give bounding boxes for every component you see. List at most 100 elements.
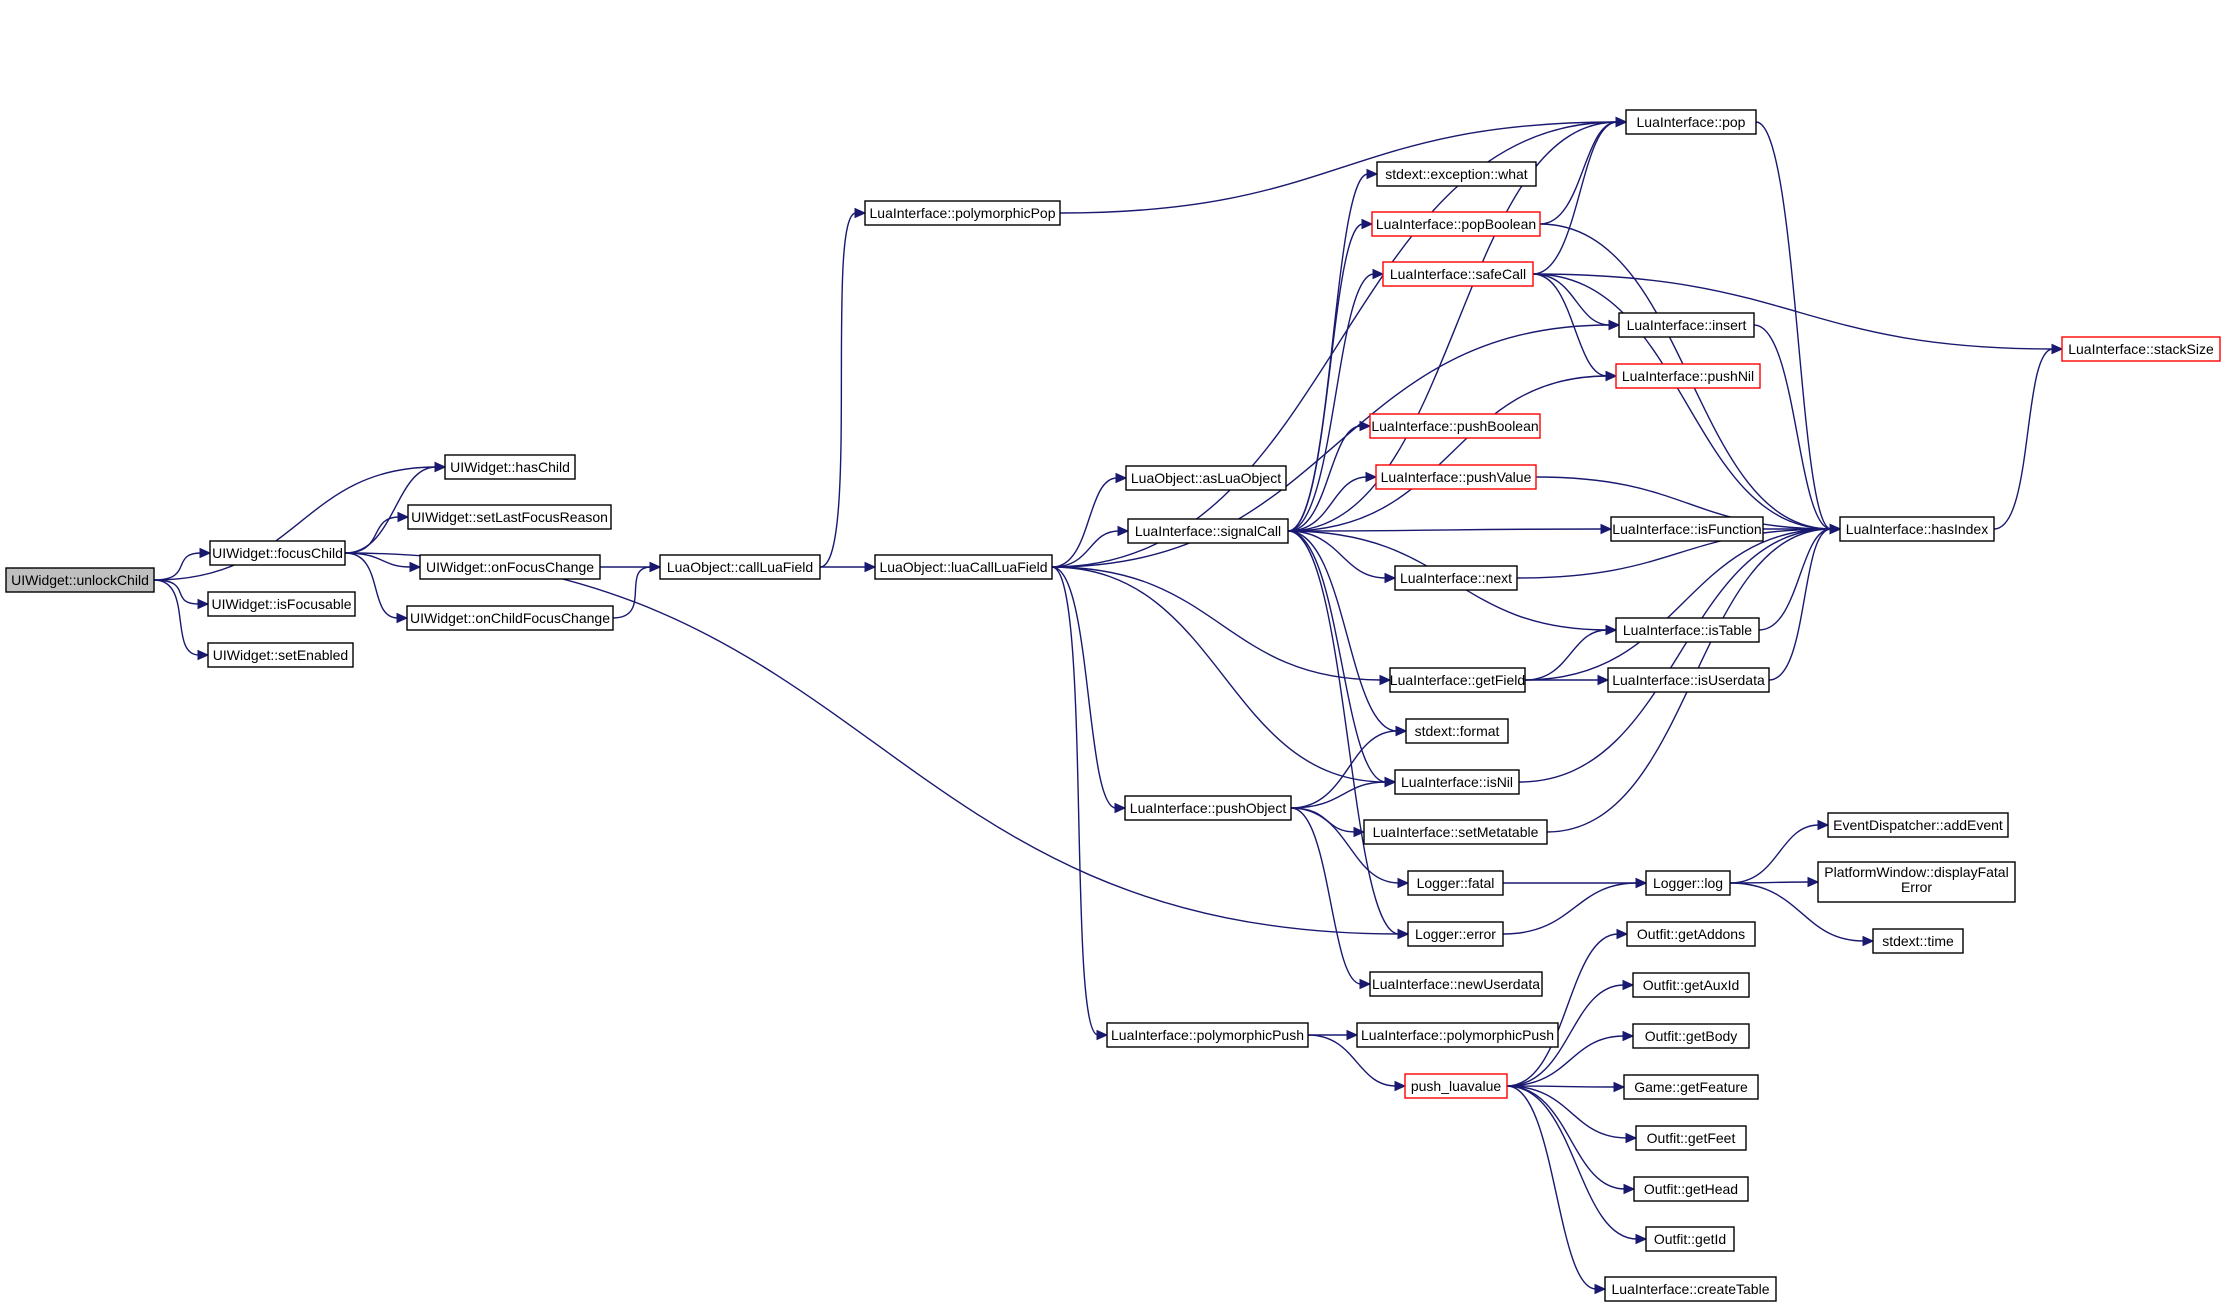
edge-focus-child-to-on-child-focus-change (344, 552, 409, 624)
node-label: UIWidget::setEnabled (213, 647, 348, 663)
node-safe-call[interactable]: LuaInterface::safeCall (1382, 261, 1534, 287)
edge-polymorphic-push-a-to-push-luavalue (1307, 1034, 1407, 1092)
node-get-aux-id[interactable]: Outfit::getAuxId (1632, 972, 1750, 998)
node-add-event[interactable]: EventDispatcher::addEvent (1827, 812, 2009, 838)
edge-line (1506, 1085, 1628, 1139)
node-label: LuaInterface::isNil (1401, 774, 1513, 790)
edge-signal-call-to-is-function (1287, 523, 1613, 535)
node-as-lua-object[interactable]: LuaObject::asLuaObject (1125, 465, 1287, 491)
node-label: UIWidget::hasChild (450, 459, 570, 475)
node-get-field[interactable]: LuaInterface::getField (1389, 667, 1526, 693)
node-label: LuaInterface::getField (1390, 672, 1525, 688)
edge-signal-call-to-error (1287, 530, 1410, 940)
node-polymorphic-pop[interactable]: LuaInterface::polymorphicPop (864, 200, 1061, 226)
node-on-focus-change[interactable]: UIWidget::onFocusChange (419, 554, 601, 580)
edge-line (1051, 566, 1382, 681)
node-unlock-child[interactable]: UIWidget::unlockChild (5, 567, 155, 593)
node-label: LuaInterface::isUserdata (1612, 672, 1765, 688)
node-push-luavalue[interactable]: push_luavalue (1404, 1073, 1508, 1099)
node-next[interactable]: LuaInterface::next (1394, 565, 1518, 591)
edge-fatal-to-log (1503, 877, 1648, 889)
node-pop[interactable]: LuaInterface::pop (1625, 109, 1757, 135)
node-set-last-focus-reason[interactable]: UIWidget::setLastFocusReason (407, 504, 612, 530)
node-box (419, 554, 601, 580)
node-get-feature[interactable]: Game::getFeature (1623, 1074, 1759, 1100)
node-label: LuaInterface::insert (1627, 317, 1747, 333)
node-push-boolean[interactable]: LuaInterface::pushBoolean (1369, 413, 1541, 439)
node-time[interactable]: stdext::time (1872, 928, 1964, 954)
edge-line (1532, 273, 1611, 326)
node-stack-size[interactable]: LuaInterface::stackSize (2061, 336, 2221, 362)
node-box (207, 591, 356, 617)
node-get-addons[interactable]: Outfit::getAddons (1626, 921, 1756, 947)
node-exception-what[interactable]: stdext::exception::what (1376, 161, 1537, 187)
node-is-nil[interactable]: LuaInterface::isNil (1394, 769, 1520, 795)
node-fatal[interactable]: Logger::fatal (1407, 870, 1504, 896)
arrow-head-icon (1625, 1132, 1638, 1144)
edge-signal-call-to-push-value (1287, 471, 1378, 532)
node-box (2061, 336, 2221, 362)
node-is-focusable[interactable]: UIWidget::isFocusable (207, 591, 356, 617)
node-box (1645, 1226, 1735, 1252)
node-format[interactable]: stdext::format (1405, 718, 1509, 744)
arrow-head-icon (1615, 116, 1628, 128)
node-signal-call[interactable]: LuaInterface::signalCall (1127, 518, 1289, 544)
node-has-child[interactable]: UIWidget::hasChild (444, 454, 576, 480)
arrow-head-icon (1366, 168, 1379, 180)
node-label: LuaInterface::signalCall (1135, 523, 1281, 539)
arrow-head-icon (199, 547, 212, 559)
node-polymorphic-push-a[interactable]: LuaInterface::polymorphicPush (1106, 1022, 1309, 1048)
arrow-head-icon (1359, 978, 1372, 990)
node-log[interactable]: Logger::log (1645, 870, 1731, 896)
node-has-index[interactable]: LuaInterface::hasIndex (1839, 516, 1995, 542)
node-polymorphic-push-b[interactable]: LuaInterface::polymorphicPush (1356, 1022, 1559, 1048)
arrow-head-icon (649, 561, 662, 573)
edge-line (153, 466, 437, 581)
edge-line (1768, 528, 1832, 681)
edge-polymorphic-pop-to-pop (1059, 116, 1628, 214)
node-is-function[interactable]: LuaInterface::isFunction (1610, 516, 1764, 542)
node-is-userdata[interactable]: LuaInterface::isUserdata (1607, 667, 1770, 693)
node-error[interactable]: Logger::error (1407, 921, 1504, 947)
node-get-id[interactable]: Outfit::getId (1645, 1226, 1735, 1252)
node-set-enabled[interactable]: UIWidget::setEnabled (207, 642, 354, 668)
edge-line (1524, 629, 1608, 681)
node-label: LuaInterface::stackSize (2068, 341, 2214, 357)
node-lua-call-lua-field[interactable]: LuaObject::luaCallLuaField (874, 554, 1053, 580)
node-get-body[interactable]: Outfit::getBody (1632, 1023, 1750, 1049)
node-pop-boolean[interactable]: LuaInterface::popBoolean (1371, 211, 1541, 237)
node-is-table[interactable]: LuaInterface::isTable (1615, 617, 1760, 643)
node-call-lua-field[interactable]: LuaObject::callLuaField (659, 554, 821, 580)
edge-push-luavalue-to-get-feature (1506, 1081, 1626, 1093)
node-push-value[interactable]: LuaInterface::pushValue (1375, 464, 1537, 490)
node-get-head[interactable]: Outfit::getHead (1633, 1176, 1749, 1202)
edge-push-luavalue-to-get-id (1506, 1085, 1648, 1245)
edge-line (1287, 528, 1603, 532)
edge-push-object-to-is-nil (1290, 776, 1397, 809)
arrow-head-icon (1594, 1283, 1607, 1295)
edge-line (1532, 121, 1618, 275)
edge-push-object-to-new-userdata (1290, 807, 1372, 990)
node-label: LuaInterface::pop (1637, 114, 1746, 130)
node-new-userdata[interactable]: LuaInterface::newUserdata (1369, 971, 1543, 997)
node-focus-child[interactable]: UIWidget::focusChild (209, 540, 346, 566)
edge-line (1287, 476, 1368, 532)
node-push-nil[interactable]: LuaInterface::pushNil (1615, 363, 1761, 389)
node-box (1106, 1022, 1309, 1048)
node-get-feet[interactable]: Outfit::getFeet (1635, 1125, 1747, 1151)
node-on-child-focus-change[interactable]: UIWidget::onChildFocusChange (406, 605, 614, 631)
node-label: UIWidget::isFocusable (211, 596, 351, 612)
edge-push-luavalue-to-get-feet (1506, 1085, 1638, 1144)
node-set-metatable[interactable]: LuaInterface::setMetatable (1363, 819, 1548, 845)
node-push-object[interactable]: LuaInterface::pushObject (1124, 795, 1292, 821)
node-insert[interactable]: LuaInterface::insert (1618, 312, 1755, 338)
edge-line (1524, 528, 1832, 681)
arrow-head-icon (396, 612, 409, 624)
edge-is-userdata-to-has-index (1768, 523, 1842, 681)
edge-line (1506, 984, 1625, 1087)
node-create-table[interactable]: LuaInterface::createTable (1604, 1276, 1777, 1302)
node-box (1626, 921, 1756, 947)
arrow-head-icon (1359, 420, 1372, 432)
